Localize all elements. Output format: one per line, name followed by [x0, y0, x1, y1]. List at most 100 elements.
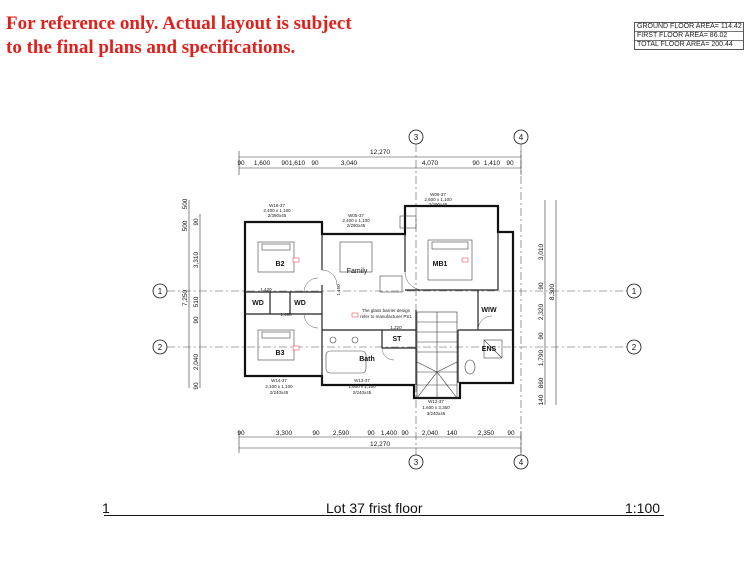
room-label-mb1: MB1: [433, 261, 448, 268]
right-dim: 90: [538, 282, 545, 290]
window-tag: 1,600 x 3,350: [422, 405, 450, 410]
toilet: [464, 359, 476, 375]
shower: [483, 339, 503, 359]
room-label-wiw: WIW: [481, 307, 497, 314]
window-tag: 2/390x45: [268, 213, 287, 218]
bed-mb1: [427, 239, 473, 281]
room-label-ens: ENS: [482, 346, 497, 353]
grid-marker-right-1: 1: [626, 283, 642, 299]
right-dim: 90: [538, 332, 545, 340]
window-tag: W16-37: [269, 203, 285, 208]
left-dim: 2,040: [193, 353, 200, 370]
grid-marker-top-left: 3: [408, 129, 424, 145]
right-dim: 8,300: [549, 283, 556, 300]
disclaimer-line-2: to the final plans and specifications.: [6, 37, 296, 58]
grid-marker-bottom-left: 3: [408, 454, 424, 470]
top-dim: 90: [311, 160, 319, 167]
drawing-number: 1: [102, 500, 110, 516]
left-dim: 3,310: [193, 251, 200, 268]
svg-text:3: 3: [414, 458, 419, 467]
svg-text:3: 3: [414, 133, 419, 142]
bottom-dim: 90: [237, 430, 245, 437]
left-dim: 90: [193, 316, 200, 324]
bottom-dim: 90: [401, 430, 409, 437]
room-label-wd-2: WD: [294, 300, 306, 307]
top-dim: 90: [472, 160, 480, 167]
svg-text:1: 1: [158, 287, 163, 296]
bottom-dim: 3,300: [276, 430, 293, 437]
top-dim-overall: 12,270: [370, 149, 390, 156]
top-dim: 90: [237, 160, 245, 167]
svg-text:2: 2: [158, 343, 163, 352]
top-dim: 1,410: [484, 160, 501, 167]
drawing-title: Lot 37 frist floor: [326, 500, 423, 516]
bottom-dim: 1,400: [381, 430, 398, 437]
bed-b2: [257, 241, 295, 273]
svg-text:4: 4: [519, 133, 524, 142]
chair: [399, 215, 417, 229]
basin: [351, 336, 359, 344]
bottom-dim: 2,350: [478, 430, 495, 437]
window-tag: W14-37: [271, 378, 287, 383]
bathtub: [325, 350, 367, 374]
right-dim: 140: [538, 394, 545, 405]
plan-notes: The glass barrier design refer to manufa…: [260, 284, 412, 330]
window-tag: W12-37: [428, 399, 444, 404]
grid-marker-right-2: 2: [626, 339, 642, 355]
glass-barrier-note: The glass barrier design: [362, 308, 411, 313]
room-label-b2: B2: [276, 261, 285, 268]
bottom-dim-overall: 12,270: [370, 441, 390, 448]
left-dim: 500: [182, 220, 189, 231]
grid-marker-left-2: 2: [152, 339, 168, 355]
table: [379, 275, 403, 293]
room-label-st: ST: [393, 336, 403, 343]
svg-text:4: 4: [519, 458, 524, 467]
right-dimensions: 3,010 8,300 90 2,320 90 1,790 860 140: [538, 243, 556, 405]
window-tag: 2,400 x 1,100: [263, 208, 291, 213]
plan-note: 1,450: [336, 284, 341, 296]
grid-marker-top-right: 4: [513, 129, 529, 145]
bottom-dim: 90: [507, 430, 515, 437]
top-dim: 3,040: [341, 160, 358, 167]
room-label-family: Family: [347, 268, 368, 275]
basin: [329, 336, 337, 344]
bottom-dim: 90: [312, 430, 320, 437]
right-dim: 1,790: [538, 349, 545, 366]
window-tag: 2,400 x 1,100: [342, 218, 370, 223]
right-dim: 860: [538, 377, 545, 388]
left-dim: 90: [193, 382, 200, 390]
window-tag: 2/240x45: [353, 390, 372, 395]
window-tag: 3/240x45: [427, 411, 446, 416]
left-dim: 510: [193, 296, 200, 307]
window-tag: 1,600 x 1,100: [348, 384, 376, 389]
grid-marker-left-1: 1: [152, 283, 168, 299]
grid-lines: [167, 144, 627, 455]
bed-b3: [257, 329, 295, 361]
window-tag: 2/290x45: [347, 223, 366, 228]
left-dim: 7,250: [182, 289, 189, 306]
top-dim: 90: [506, 160, 514, 167]
top-dim: 1,610: [289, 160, 306, 167]
disclaimer: For reference only. Actual layout is sub…: [6, 12, 426, 60]
room-label-b3: B3: [276, 350, 285, 357]
first-floor-area: FIRST FLOOR AREA= 86.02: [635, 32, 743, 41]
plan-note: 1,420: [260, 287, 272, 292]
sofa: [339, 241, 373, 273]
grid-markers: 3 4 3 4 1 2 1 2: [152, 129, 642, 470]
top-dimensions: 12,270 90 1,600 90 1,610 90 3,040 4,070 …: [237, 149, 514, 167]
window-tag: 2/240x45: [270, 390, 289, 395]
plan-note: 1,400: [280, 312, 292, 317]
bottom-dim: 140: [447, 430, 458, 437]
title-underline: [104, 515, 664, 516]
top-dim: 1,600: [254, 160, 271, 167]
top-dim: 4,070: [422, 160, 439, 167]
left-dim: 500: [182, 198, 189, 209]
window-tag: W06-37: [430, 192, 446, 197]
room-label-bath: Bath: [359, 356, 375, 363]
window-tag: W05-37: [348, 213, 364, 218]
bottom-dim: 2,040: [422, 430, 439, 437]
dimension-lines: [188, 151, 557, 453]
total-floor-area: TOTAL FLOOR AREA= 200.44: [637, 41, 733, 48]
bottom-dim: 90: [367, 430, 375, 437]
